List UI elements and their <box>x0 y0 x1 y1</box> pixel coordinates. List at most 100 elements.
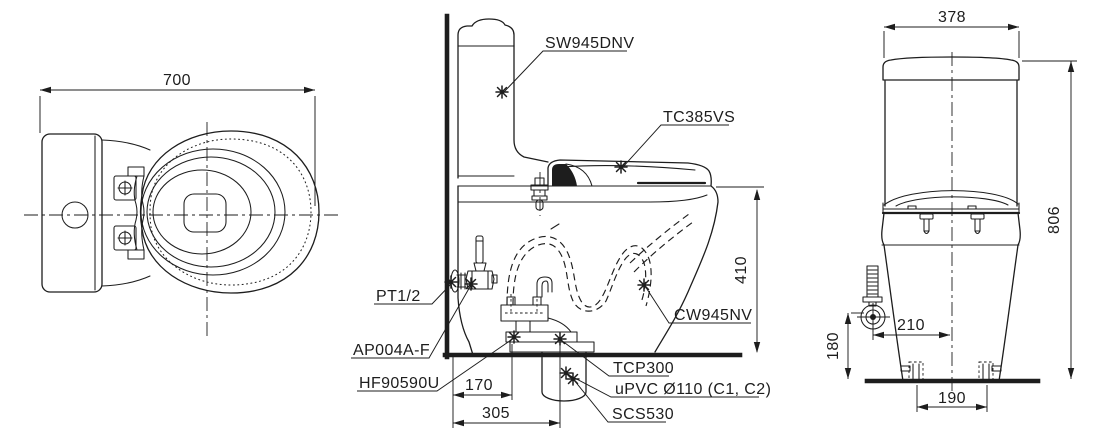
seat-ring-inner <box>146 156 276 268</box>
dimension-arrow <box>453 419 464 427</box>
elbow-curve <box>547 317 572 333</box>
leader-star <box>553 332 567 346</box>
top-view: 700 <box>24 72 338 336</box>
leader-line <box>621 124 729 169</box>
dimension-text-valve-offset: 210 <box>897 317 925 334</box>
dimension-text-width: 378 <box>938 9 966 26</box>
flush-button <box>61 201 89 229</box>
dimension-valve-height-180: 180 <box>825 312 864 379</box>
dimension-arrow <box>873 331 884 339</box>
dimension-width-378: 378 <box>883 9 1020 58</box>
dimension-text-height: 806 <box>1046 206 1063 234</box>
front-view: 378 <box>825 9 1077 412</box>
label-seat-cover: TC385VS <box>663 109 735 126</box>
label-socket: SCS530 <box>612 406 674 423</box>
dimension-arrow <box>1008 23 1019 31</box>
hinge-plate <box>113 225 137 251</box>
extension-lines <box>883 31 1020 58</box>
dimension-arrow <box>549 419 560 427</box>
cistern-outline-side <box>457 18 515 179</box>
flange-pipe <box>515 320 531 333</box>
fitting-body <box>533 189 546 197</box>
bolt-flange <box>991 365 1002 372</box>
leader-star <box>495 85 509 99</box>
valve-stem <box>473 262 487 272</box>
hinge-bracket-edge <box>133 175 138 251</box>
label-bowl: CW945NV <box>674 307 752 324</box>
label-angle-valve: AP004A-F <box>353 342 430 359</box>
bolt-stem <box>923 218 930 232</box>
valve-neck <box>868 301 877 307</box>
dimension-text-bolt-spacing: 190 <box>938 390 966 407</box>
water-inlet-fitting <box>530 172 549 216</box>
base-connector-lines <box>101 139 151 287</box>
dimension-arrow <box>453 391 464 399</box>
hinge-plate <box>113 175 137 201</box>
dimension-arrow <box>1067 61 1075 72</box>
seat-arc-outer <box>883 190 1019 206</box>
cistern-outline-top <box>41 133 103 293</box>
bolt-tip <box>974 230 981 235</box>
bolt-stem <box>974 218 981 232</box>
bolt-tip <box>923 230 930 235</box>
stop-valve-front <box>857 265 890 332</box>
bowl-profile-left <box>457 185 474 356</box>
leader-line <box>357 337 515 392</box>
dimension-text-flange-offset: 170 <box>465 377 493 394</box>
valve-outlet <box>491 274 498 284</box>
leader-line <box>374 282 453 305</box>
extension-lines <box>916 385 988 412</box>
floor-bolt <box>900 361 924 382</box>
leader-star <box>507 330 521 344</box>
side-view: 410 170 305 SW945DNV TC385VS <box>351 13 771 428</box>
seat-hinge-cap <box>552 164 577 186</box>
dimension-arrow <box>844 368 852 379</box>
dimension-arrow <box>753 342 761 353</box>
bolt-stem-lines <box>912 363 920 382</box>
seat-hidden-outline <box>149 138 312 286</box>
valve-collar <box>862 296 883 303</box>
hinge-mark <box>967 205 977 210</box>
cistern-sides-front <box>884 80 1018 207</box>
seat-cover-outline <box>547 159 712 187</box>
seat-bolt <box>919 213 934 235</box>
outlet-flange-assembly <box>500 294 595 402</box>
seat-arc-inner <box>895 196 1009 207</box>
flush-outlet-opening <box>183 193 227 233</box>
drain-pipe-below-floor <box>541 351 587 402</box>
fitting-nut <box>534 177 545 186</box>
flange-plate <box>500 304 549 322</box>
dimension-text-depth: 700 <box>163 72 191 89</box>
label-cistern: SW945DNV <box>545 35 634 52</box>
dimension-arrow <box>501 391 512 399</box>
bolt-flange <box>900 365 911 372</box>
dimension-text-drain-offset: 305 <box>482 405 510 422</box>
leader-star <box>637 278 651 292</box>
trapway-outer <box>506 235 652 308</box>
fitting-washer <box>531 195 548 201</box>
hinge-tab <box>127 166 145 177</box>
leader-line <box>560 339 669 377</box>
bowl-profile-right <box>654 185 719 353</box>
bowl-water-outline <box>152 169 252 255</box>
dimension-arrow <box>40 86 51 94</box>
label-supply-thread: PT1/2 <box>376 288 421 305</box>
rim-band-ends <box>882 202 1020 214</box>
hinge-screw-cross <box>117 230 133 246</box>
dimension-arrow <box>917 403 928 411</box>
valve-supply-pipe <box>456 272 467 290</box>
hinge-hardware <box>113 166 145 260</box>
trapway-hidden-lines <box>506 213 694 312</box>
fitting-tip <box>535 199 544 211</box>
leader-star <box>444 275 458 289</box>
cistern-lid-front <box>882 56 1020 81</box>
part-labels: SW945DNV TC385VS CW945NV TCP300 uPVC Ø11… <box>351 35 771 423</box>
flange-bolt-centerlines <box>510 294 538 313</box>
dimension-arrow <box>844 313 852 324</box>
bolt-hidden-outline <box>908 361 924 382</box>
dimension-depth-700: 700 <box>39 72 316 206</box>
leader-star <box>614 160 628 174</box>
label-fixing-kit: HF90590U <box>359 375 440 392</box>
